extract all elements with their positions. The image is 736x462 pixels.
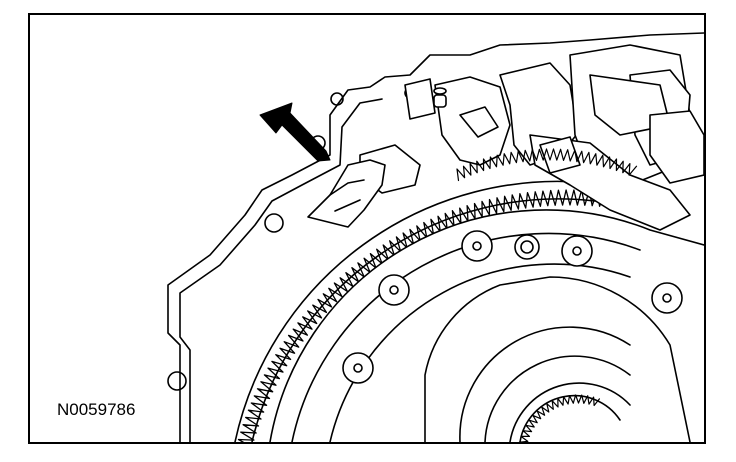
gear-tooth-row [456, 148, 638, 182]
pinion-teeth [456, 148, 638, 182]
park-pawl-detail [329, 179, 365, 212]
figure-id-label: N0059786 [57, 400, 136, 419]
transmission-gear-illustration [167, 32, 704, 442]
pump-housing-step [291, 232, 641, 442]
illustration-frame: N0059786 [28, 13, 706, 444]
hub-ring-2 [459, 326, 631, 442]
arrow-pointer-icon [259, 102, 331, 162]
housing-bolt-hole [330, 92, 344, 106]
hub-ring-4 [509, 382, 631, 442]
case-flange-edge [179, 98, 383, 442]
shaft-bore [519, 394, 621, 442]
park-pawl-part [307, 159, 386, 228]
hub-ring-3 [484, 355, 631, 442]
housing-bolt-hole [264, 213, 284, 233]
ring-gear-inner-rim-2 [251, 198, 596, 442]
ring-gear-inner-rim [234, 180, 591, 442]
hub-outer-ring [424, 276, 691, 442]
pump-bolts [342, 230, 683, 384]
housing-bolt-hole [167, 371, 187, 391]
